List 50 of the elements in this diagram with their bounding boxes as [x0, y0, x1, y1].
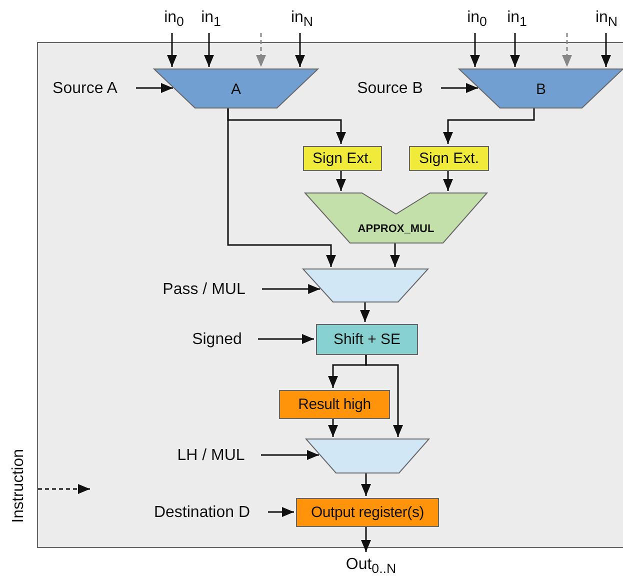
- arrow: [443, 107, 535, 144]
- multiplexer: [303, 269, 428, 302]
- signal-label: in$_{N}$: [285, 6, 319, 32]
- arrow: [361, 472, 371, 496]
- register-box: Result high: [279, 390, 390, 419]
- signal-label: in$_{0}$: [158, 6, 190, 32]
- arrow: [328, 418, 338, 437]
- dashed-arrow: [562, 33, 572, 67]
- arrow: [360, 301, 370, 322]
- arrow: [295, 33, 305, 67]
- arrow: [510, 33, 520, 67]
- arrow: [443, 170, 453, 191]
- dashed-arrow: [38, 484, 90, 494]
- arrow: [261, 450, 319, 460]
- signal-label: in$_{0}$: [461, 6, 493, 32]
- multiplexer: [306, 439, 429, 473]
- arrow: [361, 526, 371, 552]
- arrow: [365, 354, 403, 437]
- datapath-block: [37, 42, 623, 548]
- arrow: [227, 107, 336, 267]
- arrow: [258, 334, 314, 344]
- signal-label: Out$_{0..N}$: [335, 553, 407, 579]
- signal-label: in$_{N}$: [590, 6, 623, 32]
- signal-label: in$_{1}$: [501, 6, 533, 32]
- multiplier-block: APPROX_MUL: [305, 193, 487, 243]
- arrow: [441, 83, 478, 93]
- instruction-label: Instruction: [6, 440, 32, 532]
- arrow: [204, 33, 214, 67]
- control-label: Signed: [181, 329, 253, 351]
- register-box: Output register(s): [296, 498, 439, 527]
- control-label: Destination D: [141, 502, 263, 524]
- arrow: [390, 242, 400, 267]
- arrow: [336, 170, 346, 191]
- control-label: Pass / MUL: [151, 279, 257, 301]
- signal-label: in$_{1}$: [195, 6, 227, 32]
- arrow: [268, 507, 294, 517]
- arrow: [601, 33, 611, 67]
- arrow: [136, 83, 173, 93]
- multiplexer: B: [459, 69, 623, 108]
- multiplexer: A: [154, 69, 318, 108]
- arrow: [167, 33, 177, 67]
- sign-extend-box: Sign Ext.: [303, 146, 382, 171]
- control-label: Source A: [39, 78, 131, 100]
- arrow: [470, 33, 480, 67]
- control-label: LH / MUL: [166, 445, 256, 467]
- dashed-arrow: [256, 33, 266, 67]
- shift-box: Shift + SE: [316, 324, 418, 355]
- control-label: Source B: [344, 78, 436, 100]
- arrow: [262, 284, 320, 294]
- sign-extend-box: Sign Ext.: [409, 146, 489, 171]
